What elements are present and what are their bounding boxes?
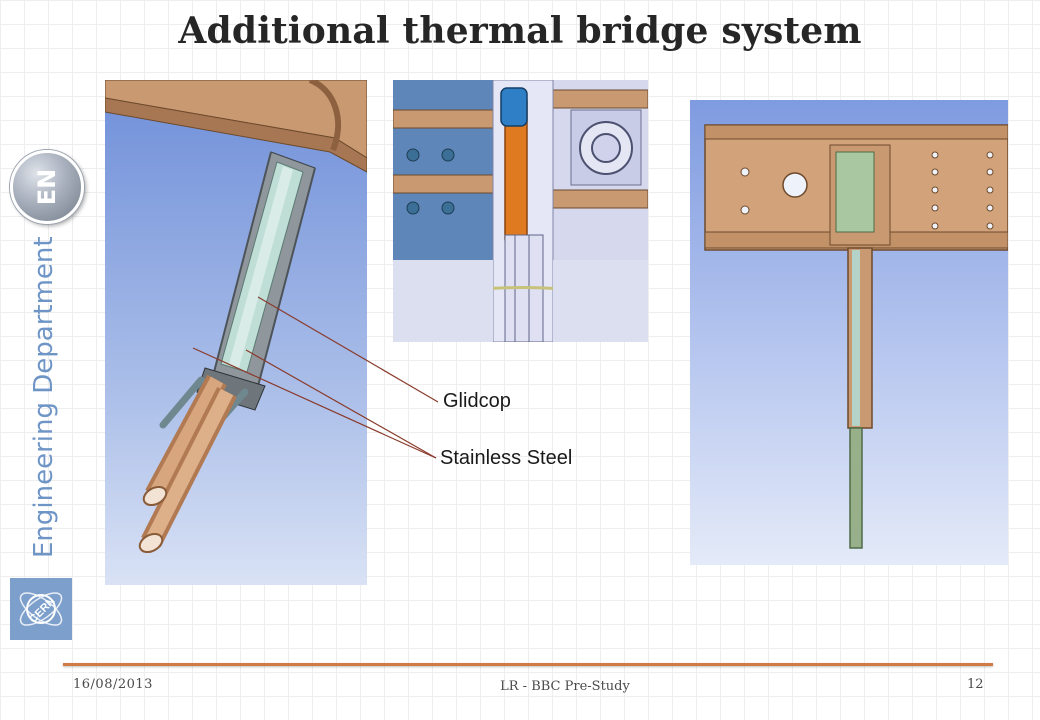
page-number: 12 <box>967 677 984 692</box>
footer-title: LR - BBC Pre-Study <box>500 679 630 694</box>
cern-logo-mark: CERN <box>19 592 63 626</box>
slide-title: Additional thermal bridge system <box>178 10 862 52</box>
glidcop-leader-line <box>257 296 439 403</box>
cern-logo: CERN <box>10 578 72 640</box>
stainless-steel-leader-line-2 <box>245 349 437 459</box>
thermal-bridge-render <box>105 80 367 585</box>
glidcop-label: Glidcop <box>443 390 511 412</box>
footer-divider <box>63 663 993 666</box>
en-badge: EN <box>10 150 84 224</box>
assembly-detail-render <box>393 80 648 342</box>
stainless-steel-label: Stainless Steel <box>440 447 573 469</box>
stainless-steel-leader-line-1 <box>192 347 437 459</box>
section-view-render <box>690 100 1008 565</box>
footer-date: 16/08/2013 <box>73 677 153 692</box>
